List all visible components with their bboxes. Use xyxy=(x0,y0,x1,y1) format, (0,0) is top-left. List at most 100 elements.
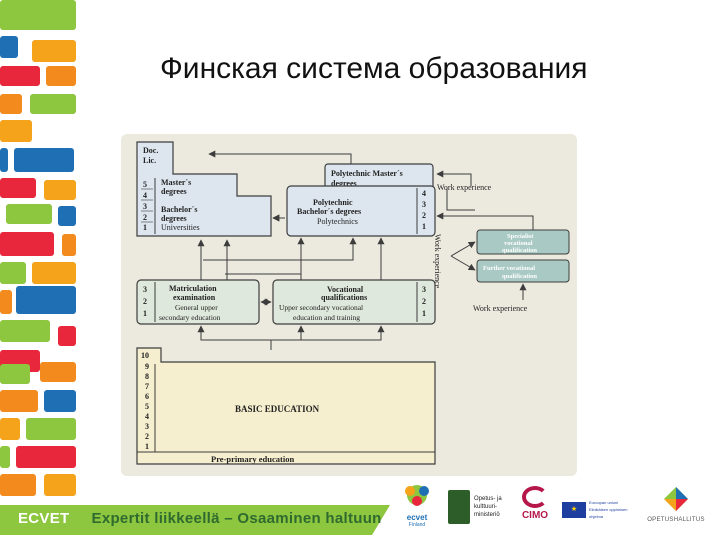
slide-title: Финская система образования xyxy=(160,52,588,85)
mosaic-tile xyxy=(44,180,76,200)
mosaic-tile xyxy=(26,418,76,440)
mosaic-tile xyxy=(0,120,32,142)
mosaic-tile xyxy=(58,326,76,346)
basic-education-label: BASIC EDUCATION xyxy=(235,404,320,414)
specialist-label-3: qualification xyxy=(502,247,537,254)
arrow-poly-to-doc xyxy=(208,150,352,164)
basic-year-9: 9 xyxy=(145,362,149,371)
specialist-label-2: vocational xyxy=(504,240,533,247)
universities-label: Universities xyxy=(161,223,200,232)
uni-year-1: 1 xyxy=(143,223,147,232)
vocational-box xyxy=(272,279,436,325)
voc-year-2: 2 xyxy=(422,297,426,306)
work-experience-top-line xyxy=(446,188,475,211)
mosaic-tile xyxy=(0,262,26,284)
mosaic-tile xyxy=(62,234,76,256)
eu-logo-text-2: Elinikäisen oppimisen xyxy=(589,507,628,512)
voc-label-4: education and training xyxy=(293,313,360,322)
ministry-logo: Opetus- ja kulttuuri- ministeriö xyxy=(448,488,514,528)
voc-label-2: qualifications xyxy=(321,293,367,302)
mosaic-tile xyxy=(0,0,76,30)
mosaic-tile xyxy=(0,290,12,314)
mosaic-tile xyxy=(0,446,10,468)
basic-year-10: 10 xyxy=(141,351,149,360)
ecvet-logo-sub: Finland xyxy=(408,522,426,528)
arrow-to-further xyxy=(450,255,476,271)
uni-year-4: 4 xyxy=(143,191,147,200)
mosaic-tile xyxy=(16,286,76,314)
voc-label-1: Vocational xyxy=(327,285,364,294)
matric-label-3: General upper xyxy=(175,303,218,312)
education-system-diagram: Doc. Lic. 5 4 3 2 1 Master´s degrees Bac… xyxy=(121,134,577,476)
arrow-poly-to-poly-masters xyxy=(436,170,472,186)
mosaic-tile xyxy=(0,364,30,384)
poly-year-4: 4 xyxy=(422,189,426,198)
mosaic-tile xyxy=(0,474,36,496)
basic-education-box xyxy=(136,347,436,465)
mosaic-tile xyxy=(32,262,76,284)
uni-year-2: 2 xyxy=(143,213,147,222)
further-label-1: Further vocational xyxy=(483,265,535,272)
footer-ecvet: ECVET xyxy=(18,510,70,527)
basic-year-7: 7 xyxy=(145,382,149,391)
ecvet-finland-logo: ecvet Finland xyxy=(396,482,438,538)
lic-label: Lic. xyxy=(143,156,156,165)
mosaic-tile xyxy=(0,66,40,86)
mosaic-tile xyxy=(0,390,38,412)
polytechnics-label: Polytechnics xyxy=(317,217,358,226)
mosaic-tile xyxy=(44,474,76,496)
ministry-logo-text-1: Opetus- ja xyxy=(474,496,502,502)
mosaic-tile xyxy=(32,40,76,62)
poly-masters-label-2: degrees xyxy=(331,179,357,188)
cimo-logo-text: CIMO xyxy=(521,510,549,521)
arrow-to-specialist xyxy=(450,241,476,257)
work-experience-top-label: Work experience xyxy=(437,183,492,192)
poly-year-3: 3 xyxy=(422,200,426,209)
footer-green-bar xyxy=(0,505,390,535)
bachelors-degrees-label-2: degrees xyxy=(161,214,187,223)
matric-year-1: 1 xyxy=(143,309,147,318)
uni-year-3: 3 xyxy=(143,202,147,211)
cimo-swirl-icon xyxy=(522,486,548,508)
university-box xyxy=(136,141,272,237)
mosaic-tile xyxy=(0,320,50,342)
ecvet-logo-text: ecvet xyxy=(406,513,428,522)
further-vocational-box xyxy=(476,259,570,283)
voc-year-1: 1 xyxy=(422,309,426,318)
basic-year-6: 6 xyxy=(145,392,149,401)
ecvet-flower-icon xyxy=(405,485,429,506)
eu-logo-text-1: Euroopan unioni xyxy=(589,500,619,505)
eu-flag-icon: ★ xyxy=(562,502,586,518)
work-experience-vertical-label: Work experience xyxy=(433,234,442,289)
voc-label-3: Upper secondary vocational xyxy=(279,303,363,312)
matric-label-2: examination xyxy=(173,293,216,302)
uni-year-5: 5 xyxy=(143,180,147,189)
mosaic-tile xyxy=(58,206,76,226)
further-label-2: qualification xyxy=(502,273,537,280)
mosaic-tile xyxy=(40,362,76,382)
basic-year-2: 2 xyxy=(145,432,149,441)
opetushallitus-logo: OPETUSHALLITUS xyxy=(638,486,714,530)
poly-bachelors-label-2: Bachelor´s degrees xyxy=(297,207,361,216)
mosaic-tile xyxy=(0,94,22,114)
basic-year-5: 5 xyxy=(145,402,149,411)
basic-year-8: 8 xyxy=(145,372,149,381)
specialist-label-1: Specialist xyxy=(507,233,534,240)
eu-logo: ★ Euroopan unioni Elinikäisen oppimisen … xyxy=(562,500,634,524)
mosaic-tile xyxy=(0,418,20,440)
cimo-logo: CIMO xyxy=(518,486,552,530)
voc-year-3: 3 xyxy=(422,285,426,294)
specialist-box xyxy=(476,229,570,255)
poly-year-1: 1 xyxy=(422,222,426,231)
mosaic-tile xyxy=(16,446,76,468)
eu-logo-text-3: ohjelma xyxy=(589,514,604,519)
mosaic-tile xyxy=(0,178,36,198)
basic-year-1: 1 xyxy=(145,442,149,451)
ministry-logo-text-2: kulttuuri- xyxy=(474,504,498,510)
poly-bachelors-label-1: Polytechnic xyxy=(313,198,353,207)
pre-primary-label: Pre-primary education xyxy=(211,454,294,464)
doc-label: Doc. xyxy=(143,146,158,155)
polytechnic-box xyxy=(286,185,436,237)
basic-year-3: 3 xyxy=(145,422,149,431)
